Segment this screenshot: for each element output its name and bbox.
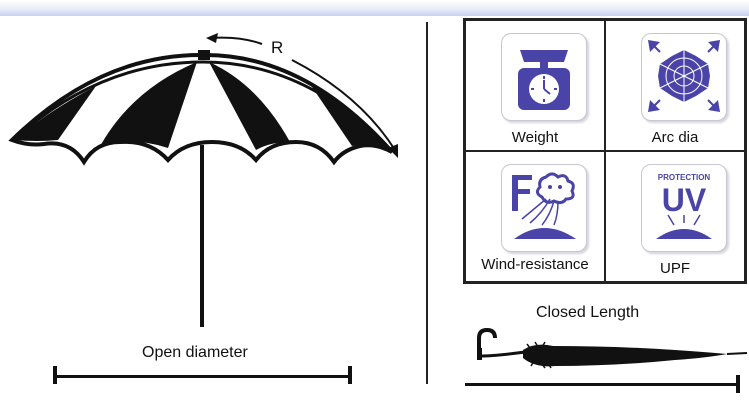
wind-icon	[512, 172, 576, 239]
feature-grid: Weight Arc dia	[463, 18, 747, 284]
closed-length-bar	[465, 375, 740, 393]
feature-cell-upf: PROTECTION UV UPF	[605, 151, 745, 282]
open-umbrella-diagram	[8, 33, 398, 384]
feature-cell-arc-dia: Arc dia	[605, 20, 745, 151]
uv-protection-icon: PROTECTION UV	[656, 173, 712, 239]
closed-umbrella-tip	[726, 352, 748, 355]
feature-tile-weight	[501, 33, 587, 121]
open-diameter-bar	[53, 366, 352, 384]
radius-label: R	[271, 38, 284, 57]
closed-length-label: Closed Length	[536, 304, 640, 321]
panel-divider	[426, 22, 428, 384]
feature-tile-arc-dia	[641, 33, 727, 121]
feature-cell-wind-resistance: Wind-resistance	[465, 151, 605, 282]
top-gradient-bar	[0, 0, 749, 16]
protection-text: PROTECTION	[658, 173, 711, 182]
radius-arrowhead-left	[206, 33, 218, 43]
feature-tile-wind-resistance	[501, 164, 587, 252]
umbrella-shaft	[200, 145, 204, 327]
feature-cell-weight: Weight	[465, 20, 605, 151]
closed-umbrella-handle	[477, 327, 497, 356]
umbrella-canopy	[8, 50, 394, 166]
feature-label-upf: UPF	[660, 260, 690, 277]
closed-umbrella-canopy	[523, 344, 727, 367]
open-diameter-label: Open diameter	[142, 344, 248, 361]
feature-label-wind-resistance: Wind-resistance	[481, 256, 589, 273]
feature-label-weight: Weight	[511, 129, 559, 146]
radius-arrow-side	[291, 59, 396, 151]
arc-diameter-icon	[648, 40, 720, 112]
feature-tile-upf: PROTECTION UV	[641, 164, 727, 252]
uv-text: UV	[662, 182, 707, 218]
scale-icon	[518, 50, 570, 110]
feature-label-arc-dia: Arc dia	[651, 129, 699, 146]
closed-umbrella-diagram	[465, 327, 748, 393]
radius-arrow-top	[209, 36, 263, 45]
